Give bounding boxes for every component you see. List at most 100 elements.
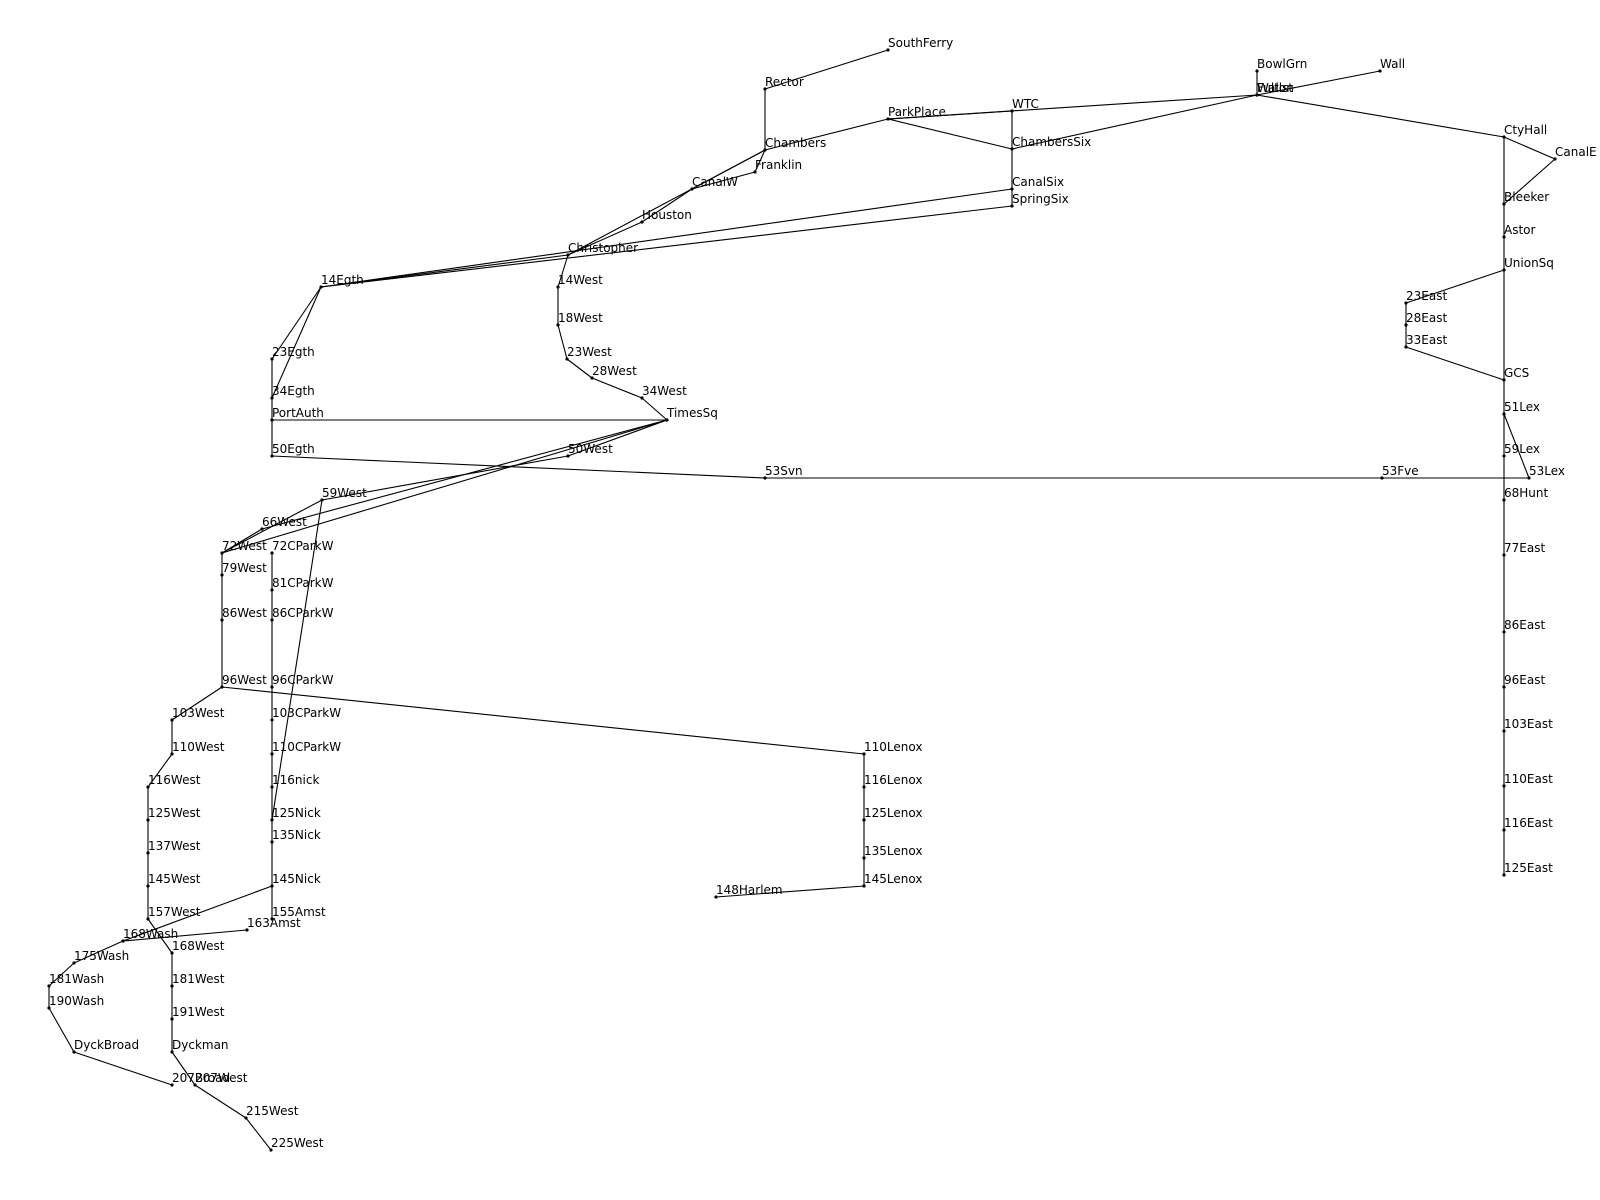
edge-33East-GCS bbox=[1405, 346, 1505, 381]
station-dot bbox=[763, 476, 767, 480]
nodes-layer: SouthFerryRectorChambersFranklinCanalWHo… bbox=[47, 36, 1597, 1152]
station-label: 23East bbox=[1406, 289, 1447, 303]
station-dot bbox=[146, 917, 150, 921]
station-dot bbox=[1404, 345, 1408, 349]
edge-96West-103West bbox=[171, 686, 223, 721]
station-label: Chambers bbox=[765, 136, 826, 150]
station-label: 135Lenox bbox=[864, 844, 922, 858]
station-label: 96West bbox=[222, 673, 267, 687]
station-dot bbox=[1010, 147, 1014, 151]
station-dot bbox=[170, 1017, 174, 1021]
station-dot bbox=[220, 618, 224, 622]
station-label: Dyckman bbox=[172, 1038, 229, 1052]
station-dot bbox=[47, 1006, 51, 1010]
station-label: 190Wash bbox=[49, 994, 104, 1008]
station-label: 103West bbox=[172, 706, 225, 720]
edge-96West-110Lenox bbox=[221, 686, 865, 755]
station-34West: 34West bbox=[640, 384, 687, 400]
station-dot bbox=[146, 851, 150, 855]
station-190Wash: 190Wash bbox=[47, 994, 104, 1010]
station-dot bbox=[862, 884, 866, 888]
station-dot bbox=[763, 87, 767, 91]
station-110Lenox: 110Lenox bbox=[862, 740, 922, 756]
station-59Lex: 59Lex bbox=[1502, 442, 1540, 458]
edge-Chambers-Franklin bbox=[754, 149, 766, 173]
station-label: 14West bbox=[558, 273, 603, 287]
station-ParkPlace: ParkPlace bbox=[886, 105, 946, 121]
station-dot bbox=[220, 551, 224, 555]
station-53Svn: 53Svn bbox=[763, 464, 803, 480]
station-Wall: Wall bbox=[1378, 57, 1405, 73]
edge-14Egth-SpringSix bbox=[320, 205, 1013, 288]
station-Dyckman: Dyckman bbox=[170, 1038, 229, 1054]
station-dot bbox=[763, 148, 767, 152]
edge-145Lenox-148Harlem bbox=[715, 885, 865, 898]
station-dot bbox=[244, 1116, 248, 1120]
station-dot bbox=[1502, 412, 1506, 416]
station-label: 110CParkW bbox=[272, 740, 341, 754]
edge-Franklin-CanalW bbox=[691, 171, 756, 190]
station-dot bbox=[270, 418, 274, 422]
station-116nick: 116nick bbox=[270, 773, 319, 789]
station-label: Astor bbox=[1504, 223, 1536, 237]
station-225West: 225West bbox=[269, 1136, 324, 1152]
station-label: 116Lenox bbox=[864, 773, 922, 787]
station-dot bbox=[270, 396, 274, 400]
station-label: 23Egth bbox=[272, 345, 315, 359]
station-dot bbox=[1502, 553, 1506, 557]
station-125West: 125West bbox=[146, 806, 201, 822]
station-BowlGrn: BowlGrn bbox=[1255, 57, 1307, 73]
station-label: SpringSix bbox=[1012, 192, 1069, 206]
station-207West: 207West bbox=[193, 1071, 248, 1087]
station-label: UnionSq bbox=[1504, 256, 1554, 270]
station-dot bbox=[121, 939, 125, 943]
edge-TimesSq-72West bbox=[221, 419, 668, 554]
station-191West: 191West bbox=[170, 1005, 225, 1021]
station-label: 116nick bbox=[272, 773, 319, 787]
edge-215West-225West bbox=[245, 1117, 272, 1151]
station-Rector: Rector bbox=[763, 75, 804, 91]
station-dot bbox=[862, 752, 866, 756]
station-Bleeker: Bleeker bbox=[1502, 190, 1549, 206]
station-label: 59Lex bbox=[1504, 442, 1540, 456]
station-137West: 137West bbox=[146, 839, 201, 855]
station-label: 77East bbox=[1504, 541, 1545, 555]
edge-SouthFerry-Rector bbox=[764, 49, 889, 90]
station-label: 96CParkW bbox=[272, 673, 334, 687]
station-label: CanalW bbox=[692, 175, 738, 189]
station-label: Wallst bbox=[1257, 81, 1293, 95]
station-label: Rector bbox=[765, 75, 804, 89]
station-label: ParkPlace bbox=[888, 105, 946, 119]
station-dot bbox=[270, 785, 274, 789]
station-116East: 116East bbox=[1502, 816, 1553, 832]
edge-157West-168West bbox=[147, 918, 173, 954]
station-label: 53Fve bbox=[1382, 464, 1419, 478]
station-label: 79West bbox=[222, 561, 267, 575]
station-dot bbox=[1255, 69, 1259, 73]
station-dot bbox=[886, 48, 890, 52]
station-125Nick: 125Nick bbox=[270, 806, 321, 822]
station-dot bbox=[566, 253, 570, 257]
station-label: 168Wash bbox=[123, 927, 178, 941]
station-label: CanalSix bbox=[1012, 175, 1064, 189]
edge-34West-TimesSq bbox=[641, 397, 668, 421]
station-Chambers: Chambers bbox=[763, 136, 826, 152]
station-label: 125West bbox=[148, 806, 201, 820]
station-215West: 215West bbox=[244, 1104, 299, 1120]
station-96East: 96East bbox=[1502, 673, 1545, 689]
station-dot bbox=[1502, 784, 1506, 788]
station-103East: 103East bbox=[1502, 717, 1553, 733]
station-dot bbox=[170, 752, 174, 756]
edge-DyckBroad-207Broad bbox=[73, 1051, 173, 1086]
station-dot bbox=[1502, 268, 1506, 272]
station-label: Houston bbox=[642, 208, 692, 222]
station-dot bbox=[640, 220, 644, 224]
edge-59West-50West bbox=[321, 455, 569, 501]
station-dot bbox=[260, 527, 264, 531]
station-dot bbox=[1378, 69, 1382, 73]
station-label: TimesSq bbox=[666, 406, 718, 420]
station-label: CtyHall bbox=[1504, 123, 1547, 137]
station-dot bbox=[1502, 235, 1506, 239]
station-label: 72CParkW bbox=[272, 539, 334, 553]
station-label: 86East bbox=[1504, 618, 1545, 632]
